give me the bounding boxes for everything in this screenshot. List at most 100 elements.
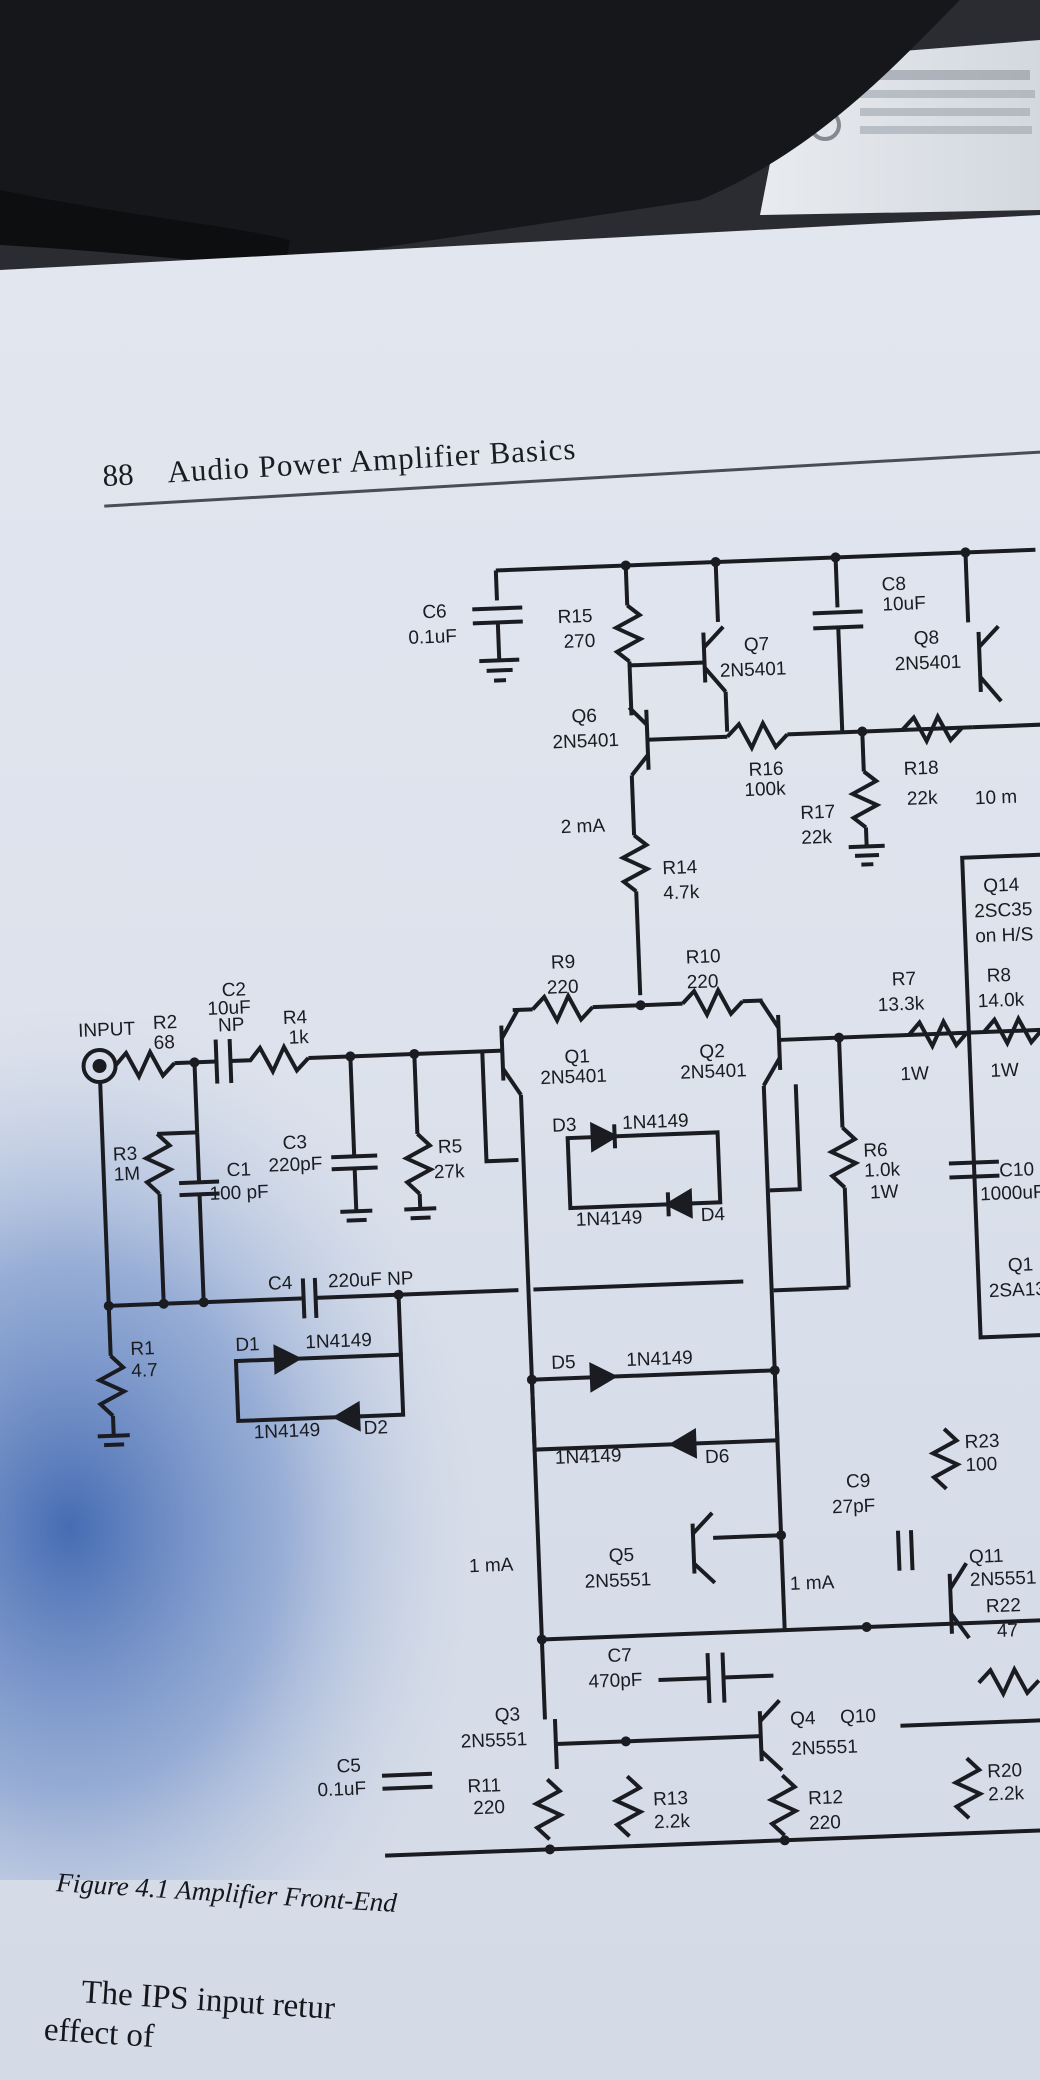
r17-bottom-wire — [863, 827, 869, 847]
d6-name: D6 — [705, 1446, 730, 1468]
q5-wire — [713, 1533, 782, 1540]
q4-name: Q4 — [790, 1708, 817, 1730]
d1-value: 1N4149 — [305, 1330, 372, 1354]
q4-collector — [758, 1699, 781, 1723]
r6-name: R6 — [863, 1140, 888, 1162]
r9-resistor — [531, 991, 595, 1025]
q6-emitter — [627, 706, 649, 727]
r1-gnd-1 — [97, 1433, 130, 1439]
r6-value: 1.0k — [864, 1159, 901, 1181]
c4-right-wire — [315, 1288, 519, 1300]
header-rule — [104, 449, 1040, 508]
q13-value: 2SA138 — [988, 1278, 1040, 1302]
d4-name: D4 — [700, 1204, 726, 1226]
q10-emitter-bus — [900, 1716, 1040, 1728]
c9-name: C9 — [846, 1471, 871, 1493]
r13-name: R13 — [653, 1788, 689, 1810]
q3-value: 2N5551 — [460, 1729, 527, 1753]
c9-value: 27pF — [832, 1496, 876, 1519]
r15-value: 270 — [563, 631, 595, 653]
left-sink-current: 1 mA — [469, 1555, 514, 1578]
r17-ground-2 — [854, 852, 880, 858]
r1-value: 4.7 — [131, 1360, 158, 1382]
r10-name: R10 — [685, 946, 721, 968]
r1-bottom — [110, 1415, 116, 1436]
q7-base-bar — [701, 632, 708, 683]
q6-current: 2 mA — [560, 815, 605, 838]
lower-bus — [541, 1616, 1040, 1642]
r18-resistor — [900, 712, 964, 746]
right-sink-current: 1 mA — [790, 1572, 835, 1595]
d6-value: 1N4149 — [555, 1445, 622, 1469]
r4-value: 1k — [288, 1027, 309, 1049]
r15-resistor — [611, 603, 646, 663]
d3-value: 1N4149 — [622, 1110, 689, 1134]
c4-name: C4 — [268, 1273, 294, 1295]
r3-name: R3 — [113, 1144, 138, 1166]
r8-value: 14.0k — [977, 989, 1025, 1012]
d5-d6-block — [529, 1368, 780, 1452]
q8-wire — [963, 552, 971, 623]
c1-bottom — [197, 1194, 206, 1303]
c3-bottom — [352, 1168, 359, 1212]
q6-name: Q6 — [571, 706, 597, 728]
c5-name: C5 — [336, 1756, 361, 1778]
r5-value: 27k — [433, 1161, 465, 1183]
c2-value: 10uF — [207, 997, 251, 1020]
c1-top — [195, 1132, 202, 1183]
r7-name: R7 — [891, 969, 916, 991]
r5-bottom — [417, 1193, 423, 1209]
r5-gnd-1 — [404, 1206, 437, 1212]
q6-collector — [630, 753, 650, 777]
r6-resistor — [826, 1126, 861, 1189]
d1-d2-bus — [396, 1294, 403, 1355]
c3-gnd-1 — [340, 1208, 373, 1214]
r17-top-wire — [860, 731, 866, 772]
q11-name: Q11 — [969, 1546, 1004, 1568]
q2-feedback-loop — [769, 1084, 802, 1193]
c7-value: 470pF — [588, 1670, 643, 1693]
header-page-number: 88 — [102, 456, 135, 493]
q1-feedback-loop — [480, 1051, 519, 1164]
q1-value: 2N5401 — [540, 1066, 607, 1090]
r18-name: R18 — [903, 758, 939, 780]
c5-value: 0.1uF — [317, 1778, 366, 1801]
r14-lower-wire — [634, 891, 643, 996]
r16-name: R16 — [748, 759, 784, 781]
r12-value: 220 — [809, 1812, 841, 1834]
c8-wire-top — [833, 557, 840, 608]
r7-value: 13.3k — [877, 993, 925, 1016]
r2-value: 68 — [153, 1032, 175, 1054]
c10-value: 1000uF — [980, 1182, 1040, 1205]
r11-value: 220 — [473, 1797, 505, 1819]
q4-value: 2N5551 — [791, 1736, 858, 1760]
input-label: INPUT — [78, 1019, 136, 1042]
input-bus — [308, 1048, 503, 1061]
r13-resistor — [611, 1774, 646, 1838]
r11-resistor — [531, 1777, 566, 1841]
c8-value: 10uF — [882, 593, 926, 616]
r5-gnd-2 — [410, 1215, 431, 1221]
q6-base-wire — [647, 734, 728, 742]
r13-value: 2.2k — [654, 1811, 691, 1833]
c3-value: 220pF — [268, 1154, 323, 1177]
q14-note: on H/S — [975, 924, 1034, 947]
r2-resistor — [114, 1047, 176, 1082]
r16-right-wire — [787, 725, 973, 737]
c7-left — [658, 1676, 709, 1683]
d6-diode — [668, 1428, 698, 1459]
d3-bar — [612, 1124, 618, 1149]
c2-name: C2 — [221, 979, 246, 1001]
q11-value: 2N5551 — [970, 1567, 1037, 1591]
c10-plate-1 — [948, 1159, 999, 1166]
junction-dots — [103, 547, 971, 1855]
d3-d4-block — [565, 1130, 723, 1211]
q5-collector — [691, 1511, 714, 1535]
c10-name: C10 — [999, 1159, 1035, 1181]
d1-name: D1 — [235, 1334, 260, 1356]
q14-name: Q14 — [983, 875, 1020, 897]
r16-value: 100k — [744, 778, 786, 801]
q2-base-wire — [778, 1027, 1040, 1042]
